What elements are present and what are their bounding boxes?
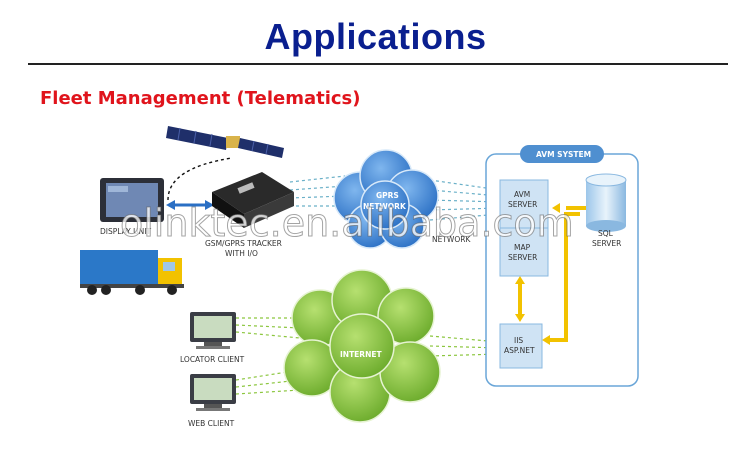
locator-client-icon [190,312,236,349]
network-label: NETWORK [432,235,471,244]
locator-client-label: LOCATOR CLIENT [180,355,245,364]
iis-server-block [499,323,543,369]
display-tracker-arrow [166,200,214,210]
web-client-label: WEB CLIENT [188,419,235,428]
gprs-label-line1: GPRS [376,191,399,200]
internet-cloud [283,269,441,423]
satellite-signal-arc [167,157,233,201]
tracker-label-line1: GSM/GPRS TRACKER [205,239,282,248]
avm-system-badge [520,145,604,163]
iis-line2: ASP.NET [504,346,535,355]
tracker-label-line2: WITH I/O [225,249,258,258]
gps-tracker-icon [212,172,294,228]
display-unit-label: DISPLAY UNIT [100,227,151,236]
avm-system-label: AVM SYSTEM [536,150,591,159]
avm-server-line2: SERVER [508,200,537,209]
gprs-network-cloud [333,149,439,249]
map-server-line1: MAP [514,243,531,252]
internet-link-lines [235,317,501,395]
page-title: Applications [264,16,487,57]
web-client-icon [190,374,236,411]
display-unit-icon [100,178,164,222]
avm-server-line1: AVM [514,190,530,199]
satellite-icon [166,126,284,158]
watermark-text: olinktec.en.alibaba.com [120,201,574,245]
truck-icon [80,250,184,295]
title-divider [28,63,728,65]
gprs-label-line2: NETWORK [363,202,407,211]
internet-label: INTERNET [340,350,382,359]
section-subtitle: Fleet Management (Telematics) [40,88,361,109]
sql-label-line1: SQL [598,229,614,238]
map-server-line2: SERVER [508,253,537,262]
iis-line1: IIS [514,336,523,345]
avm-yellow-links [518,206,588,342]
sql-label-line2: SERVER [592,239,621,248]
sql-server-database-icon [585,173,627,232]
